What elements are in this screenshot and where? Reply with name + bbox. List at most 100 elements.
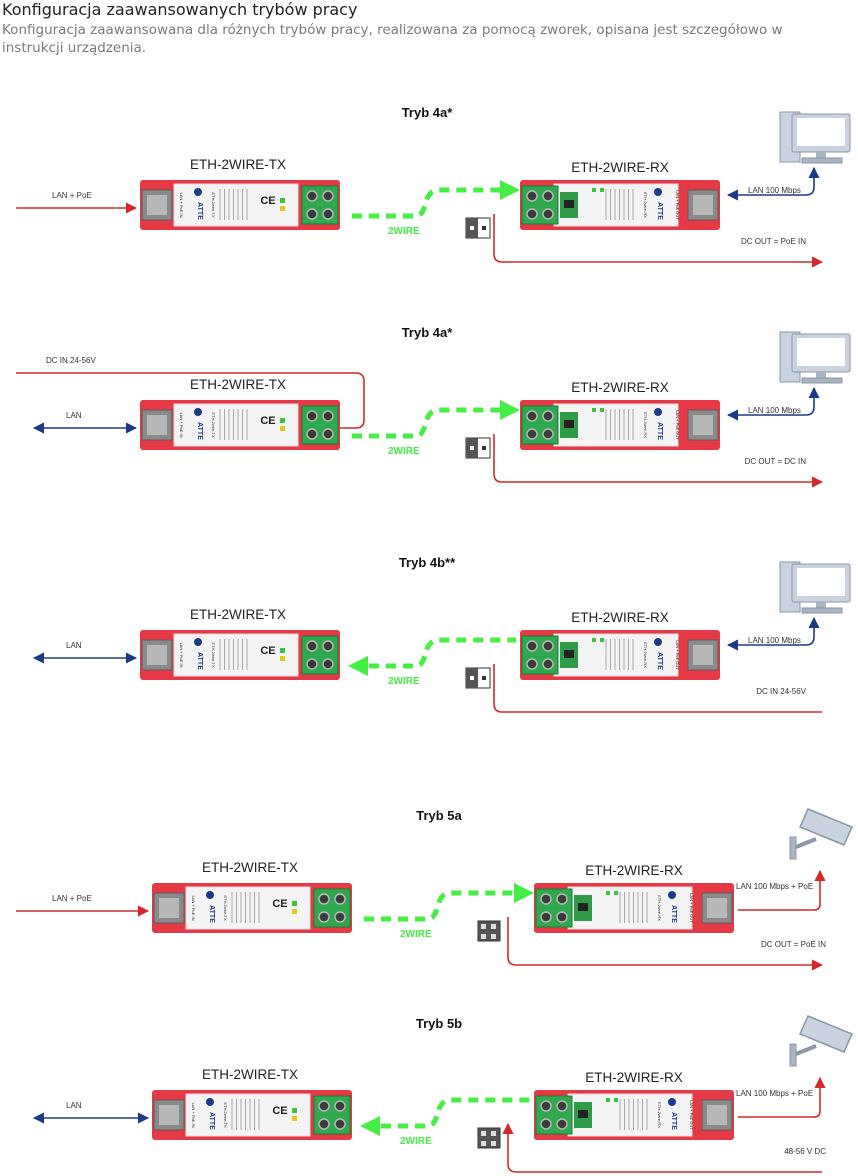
brand-logo-mark: [206, 891, 214, 899]
twowire-link: [348, 637, 516, 676]
terminal-screw: [322, 208, 334, 220]
mode-title: Tryb 5a: [416, 808, 462, 823]
terminal-screw: [306, 428, 318, 440]
camera-body: [799, 808, 853, 846]
rj45-socket: [147, 415, 167, 435]
model-label-small: ETH-2wire-TX: [211, 192, 216, 218]
device-label-panel: [185, 886, 311, 930]
terminal-block: [521, 185, 559, 225]
led-indicator: [280, 198, 285, 203]
jumper-icon: [465, 437, 491, 459]
pc-keyboard: [801, 377, 843, 384]
terminal-screw: [556, 911, 568, 923]
camera-icon: [789, 1015, 853, 1067]
rx-right-label: LAN 100 Mbps + PoE: [736, 882, 813, 891]
brand-logo-mark: [194, 638, 202, 646]
tx-left-label: LAN: [66, 411, 82, 420]
pc-screen: [797, 568, 845, 596]
rx-bottom-label: DC OUT = PoE IN: [741, 237, 806, 246]
model-label-small: ETH-2wire-TX: [211, 412, 216, 438]
rx-bottom-label: DC IN 24-56V: [756, 687, 806, 696]
rx-right-label: LAN 100 Mbps: [748, 186, 801, 195]
brand-logo-mark: [654, 638, 662, 646]
dc-out-line: [493, 214, 824, 268]
brand-logo: ATTE: [670, 905, 677, 923]
led-indicator: [592, 638, 596, 642]
camera-icon: [789, 808, 853, 860]
terminal-block: [521, 635, 559, 675]
twowire-link: [360, 1097, 530, 1136]
brand-logo: ATTE: [670, 1112, 677, 1130]
brand-logo: ATTE: [196, 422, 203, 440]
mode-title: Tryb 4b**: [399, 555, 456, 570]
ce-mark: CE: [272, 898, 287, 910]
page-description: Konfiguracja zaawansowana dla różnych tr…: [2, 21, 856, 57]
ce-mark: CE: [260, 415, 275, 427]
jumper-pin: [491, 1141, 496, 1146]
terminal-screw: [526, 428, 538, 440]
mode-title: Tryb 4a*: [402, 105, 454, 120]
dc-in-line: [16, 372, 365, 429]
model-label-small: ETH-2wire-RX: [643, 192, 648, 218]
tx-device-name: ETH-2WIRE-TX: [190, 607, 286, 622]
jumper: [578, 903, 588, 911]
terminal-screw: [540, 1100, 552, 1112]
brand-logo-mark: [654, 408, 662, 416]
led-indicator: [600, 188, 604, 192]
jumper-pin: [481, 924, 486, 929]
led-indicator: [606, 891, 610, 895]
led-indicator: [280, 648, 285, 653]
tx-device-name: ETH-2WIRE-TX: [190, 377, 286, 392]
rj45-socket: [693, 645, 713, 665]
led-indicator: [292, 1108, 297, 1113]
camera-body: [799, 1015, 853, 1053]
jumper: [564, 650, 574, 658]
brand-logo-mark: [194, 408, 202, 416]
computer-icon: [779, 331, 851, 384]
tx-device-name: ETH-2WIRE-TX: [190, 157, 286, 172]
rj45-socket: [707, 1105, 727, 1125]
rx-lan-line: [726, 616, 820, 651]
rj45-label: LAN + PoE IN: [179, 642, 184, 667]
terminal-screw: [322, 428, 334, 440]
camera-mount: [789, 836, 797, 860]
led-indicator: [606, 1098, 610, 1102]
rx-device-name: ETH-2WIRE-RX: [585, 1070, 683, 1085]
terminal-screw: [322, 190, 334, 202]
jumper-icon: [477, 1127, 501, 1149]
led-indicator: [592, 188, 596, 192]
tx-left-label: LAN: [66, 641, 82, 650]
terminal-screw: [526, 190, 538, 202]
rj45-label: LAN + PoE OUT: [675, 410, 680, 440]
rj45-socket: [147, 195, 167, 215]
camera-arm: [795, 1044, 817, 1056]
dc-in-label: DC IN 24-56V: [46, 356, 96, 365]
dc-out-line: [493, 434, 824, 488]
led-indicator: [280, 418, 285, 423]
terminal-screw: [556, 1100, 568, 1112]
led-indicator: [592, 408, 596, 412]
model-label-small: ETH-2wire-RX: [643, 412, 648, 438]
led-indicator: [292, 909, 297, 914]
ce-mark: CE: [272, 1105, 287, 1117]
terminal-screw: [322, 410, 334, 422]
rx-poe-line: [738, 869, 826, 911]
terminal-screw: [306, 208, 318, 220]
terminal-screw: [334, 893, 346, 905]
led-indicator: [292, 1116, 297, 1121]
terminal-screw: [306, 640, 318, 652]
jumper-pin: [481, 1141, 486, 1146]
description-line-1: Konfiguracja zaawansowana dla różnych tr…: [2, 22, 783, 38]
jumper-pin: [482, 446, 486, 450]
terminal-screw: [322, 640, 334, 652]
terminal-block: [301, 405, 339, 445]
terminal-screw: [540, 893, 552, 905]
tx-device-name: ETH-2WIRE-TX: [202, 860, 298, 875]
twowire-label: 2WIRE: [388, 676, 420, 687]
terminal-block: [535, 1095, 573, 1135]
rx-right-label: LAN 100 Mbps: [748, 406, 801, 415]
